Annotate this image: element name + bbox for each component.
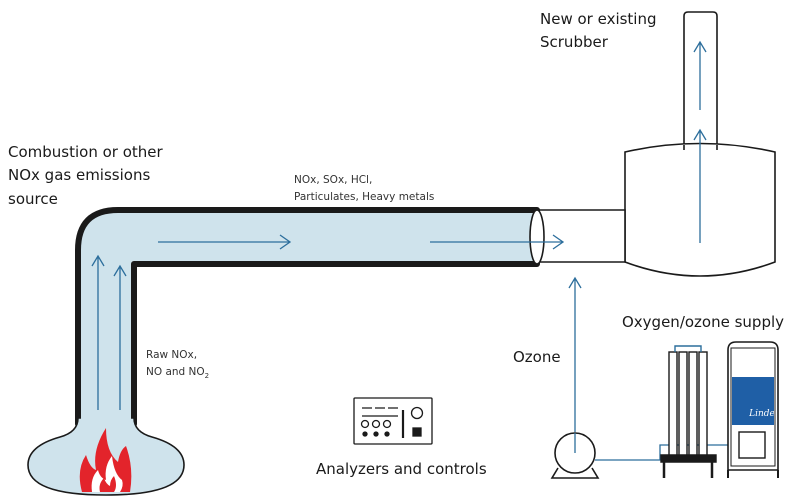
analyzer-panel-icon bbox=[353, 397, 433, 445]
flow-arrows bbox=[91, 40, 768, 461]
flow-arrow-icon bbox=[158, 234, 292, 250]
brand-logo: Linde bbox=[748, 409, 775, 419]
supply-label: Oxygen/ozone supply bbox=[622, 313, 785, 331]
flow-arrow-icon bbox=[91, 254, 105, 410]
raw-nox-line: Raw NOx, bbox=[146, 349, 198, 361]
emissions-label-line: Particulates, Heavy metals bbox=[294, 191, 435, 204]
analyzers-label: Analyzers and controls bbox=[316, 460, 487, 478]
scrubber-label: New or existing Scrubber bbox=[540, 8, 657, 55]
blower-icon bbox=[550, 432, 600, 479]
source-label: Combustion or other NOx gas emissions so… bbox=[8, 141, 163, 211]
raw-nox-label: Raw NOx, NO and NO2 bbox=[146, 347, 209, 383]
flow-arrow-icon bbox=[430, 234, 565, 250]
flow-arrow-icon bbox=[693, 128, 707, 243]
flame-icon bbox=[79, 428, 132, 492]
flow-arrow-icon bbox=[113, 264, 127, 410]
emissions-label: NOx, SOx, HCl, Particulates, Heavy metal… bbox=[294, 172, 434, 207]
ozone-line bbox=[568, 276, 582, 432]
ozone-label: Ozone bbox=[513, 348, 561, 366]
flue-gas-duct bbox=[75, 207, 540, 427]
source-label-line: NOx gas emissions bbox=[8, 166, 151, 185]
source-label-line: source bbox=[8, 189, 58, 208]
raw-nox-line: NO and NO2 bbox=[146, 366, 210, 381]
emissions-label-line: NOx, SOx, HCl, bbox=[294, 174, 373, 186]
brand-panel bbox=[732, 377, 774, 425]
source-label-line: Combustion or other bbox=[8, 143, 163, 161]
oxygen-tank-icon: Linde bbox=[727, 341, 779, 478]
scrubber-label-line: Scrubber bbox=[540, 33, 608, 52]
scrubber-label-line: New or existing bbox=[540, 10, 657, 28]
scrubber-inlet-duct bbox=[533, 209, 626, 263]
ozone-generator-icon bbox=[660, 345, 717, 478]
flow-arrow-icon bbox=[693, 40, 707, 110]
